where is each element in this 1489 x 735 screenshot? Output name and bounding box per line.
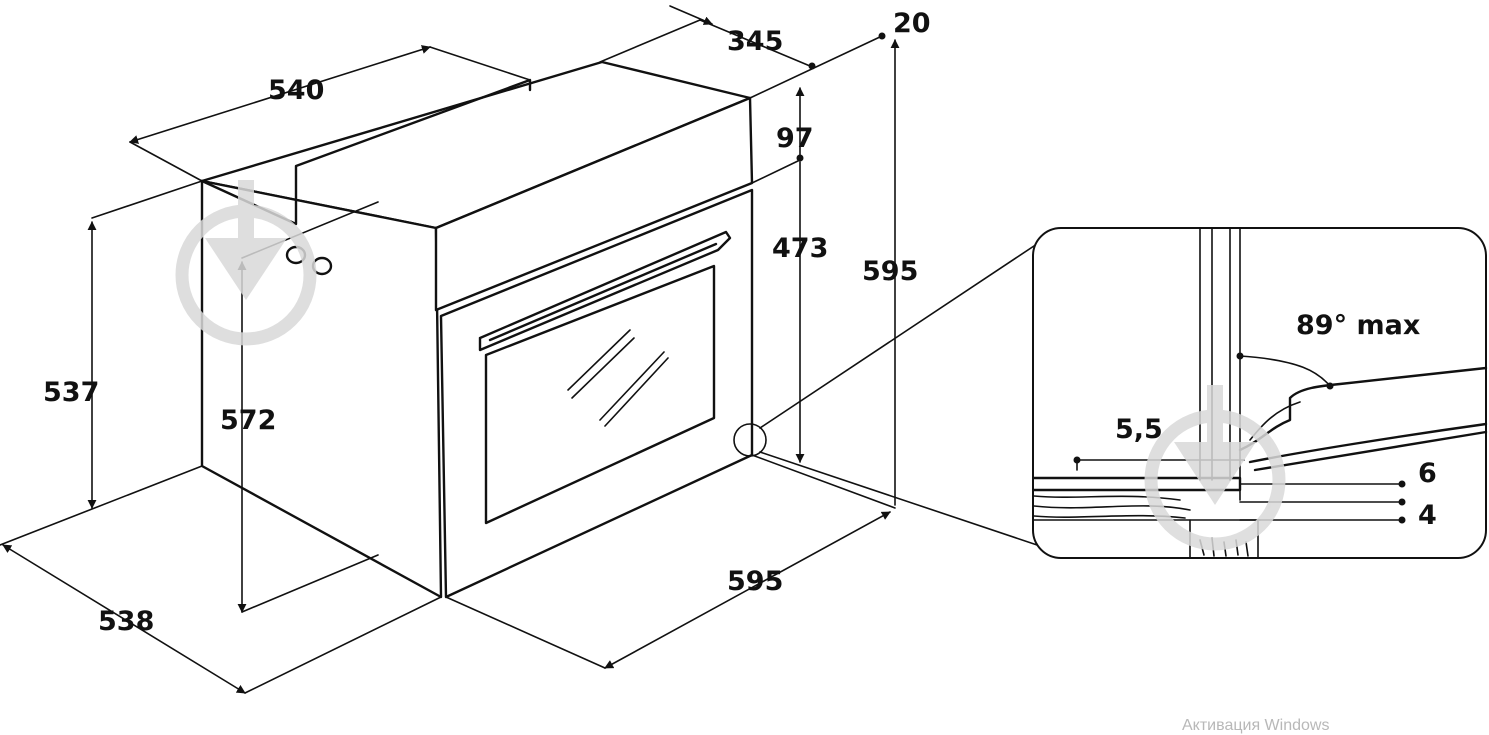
os-activation-watermark: Активация Windows bbox=[1182, 717, 1330, 734]
detail-gap-top: 6 bbox=[1418, 458, 1437, 489]
dim-540: 540 bbox=[268, 75, 324, 106]
dim-345: 345 bbox=[727, 26, 783, 57]
detail-gap-bottom: 4 bbox=[1418, 500, 1437, 531]
detail-angle-label: 89° max bbox=[1296, 310, 1420, 341]
dim-537: 537 bbox=[43, 377, 99, 408]
dim-473: 473 bbox=[772, 233, 828, 264]
detail-callout-circle bbox=[733, 423, 767, 457]
watermark-logo-right bbox=[1144, 385, 1286, 551]
dim-595-vertical: 595 bbox=[862, 256, 918, 287]
dim-538: 538 bbox=[98, 606, 154, 637]
dim-572: 572 bbox=[220, 405, 276, 436]
watermark-logo-left bbox=[175, 180, 317, 346]
dim-97: 97 bbox=[776, 123, 814, 154]
detail-gap-left: 5,5 bbox=[1115, 414, 1163, 445]
oven-door-handle bbox=[478, 230, 732, 352]
oven-door-window bbox=[484, 264, 716, 525]
dim-20: 20 bbox=[893, 8, 931, 39]
oven-body bbox=[200, 60, 767, 599]
dim-595-horizontal: 595 bbox=[727, 566, 783, 597]
